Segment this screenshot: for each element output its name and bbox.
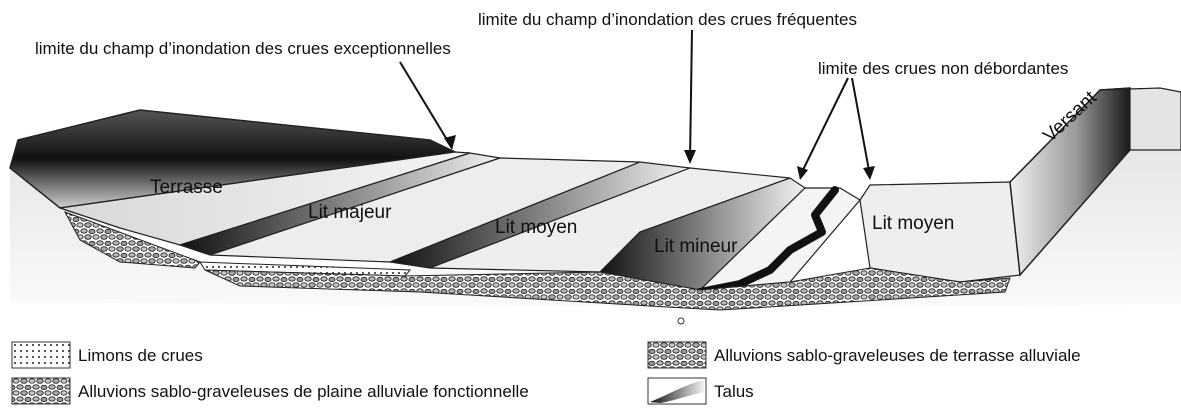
legend-plaine-label: Alluvions sablo-graveleuses de plaine al… bbox=[78, 383, 529, 400]
annotation-frequent-floods: limite du champ d’inondation des crues f… bbox=[478, 11, 857, 28]
label-lit-moyen-right: Lit moyen bbox=[872, 214, 954, 233]
legend-limons-swatch bbox=[12, 342, 70, 368]
annotation-exceptional-floods: limite du champ d’inondation des crues e… bbox=[35, 40, 451, 57]
legend-plaine-swatch bbox=[12, 378, 70, 404]
annotation-non-overflowing: limite des crues non débordantes bbox=[818, 60, 1068, 77]
label-lit-moyen-left: Lit moyen bbox=[495, 218, 577, 237]
label-lit-mineur: Lit mineur bbox=[654, 237, 737, 256]
label-lit-majeur: Lit majeur bbox=[308, 203, 391, 222]
legend-terrasse-swatch bbox=[648, 342, 706, 368]
legend-talus-label: Talus bbox=[714, 383, 754, 400]
legend-talus-swatch bbox=[648, 378, 706, 404]
small-marker bbox=[678, 318, 684, 324]
legend-terrasse-label: Alluvions sablo-graveleuses de terrasse … bbox=[714, 347, 1081, 364]
label-terrasse: Terrasse bbox=[150, 178, 223, 197]
legend-limons-label: Limons de crues bbox=[78, 347, 203, 364]
